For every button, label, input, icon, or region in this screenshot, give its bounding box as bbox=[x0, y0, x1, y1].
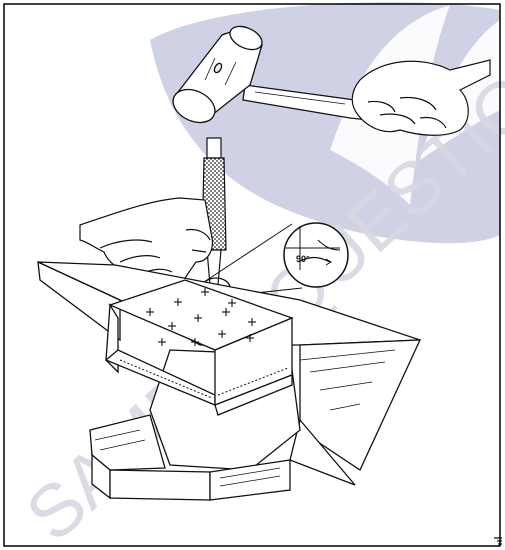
sheet-metal-workpiece bbox=[104, 279, 294, 416]
center-mark bbox=[222, 308, 230, 316]
center-mark bbox=[174, 298, 182, 306]
center-mark bbox=[168, 322, 176, 330]
center-mark bbox=[246, 334, 254, 342]
lower-hand-icon bbox=[79, 197, 213, 283]
corner-mark-icon bbox=[494, 537, 502, 545]
center-mark bbox=[201, 288, 209, 296]
center-mark bbox=[228, 299, 236, 307]
center-marks bbox=[146, 288, 256, 346]
upper-hand-icon bbox=[351, 59, 491, 136]
center-mark bbox=[248, 318, 256, 326]
center-mark bbox=[191, 338, 199, 346]
center-mark bbox=[218, 330, 226, 338]
center-mark bbox=[194, 314, 202, 322]
figure-frame bbox=[3, 3, 501, 547]
detail-callout-circle bbox=[283, 222, 349, 288]
hammer-icon bbox=[172, 25, 447, 129]
center-mark bbox=[158, 338, 166, 346]
center-mark bbox=[146, 308, 154, 316]
angle-label: 90° bbox=[296, 254, 310, 264]
